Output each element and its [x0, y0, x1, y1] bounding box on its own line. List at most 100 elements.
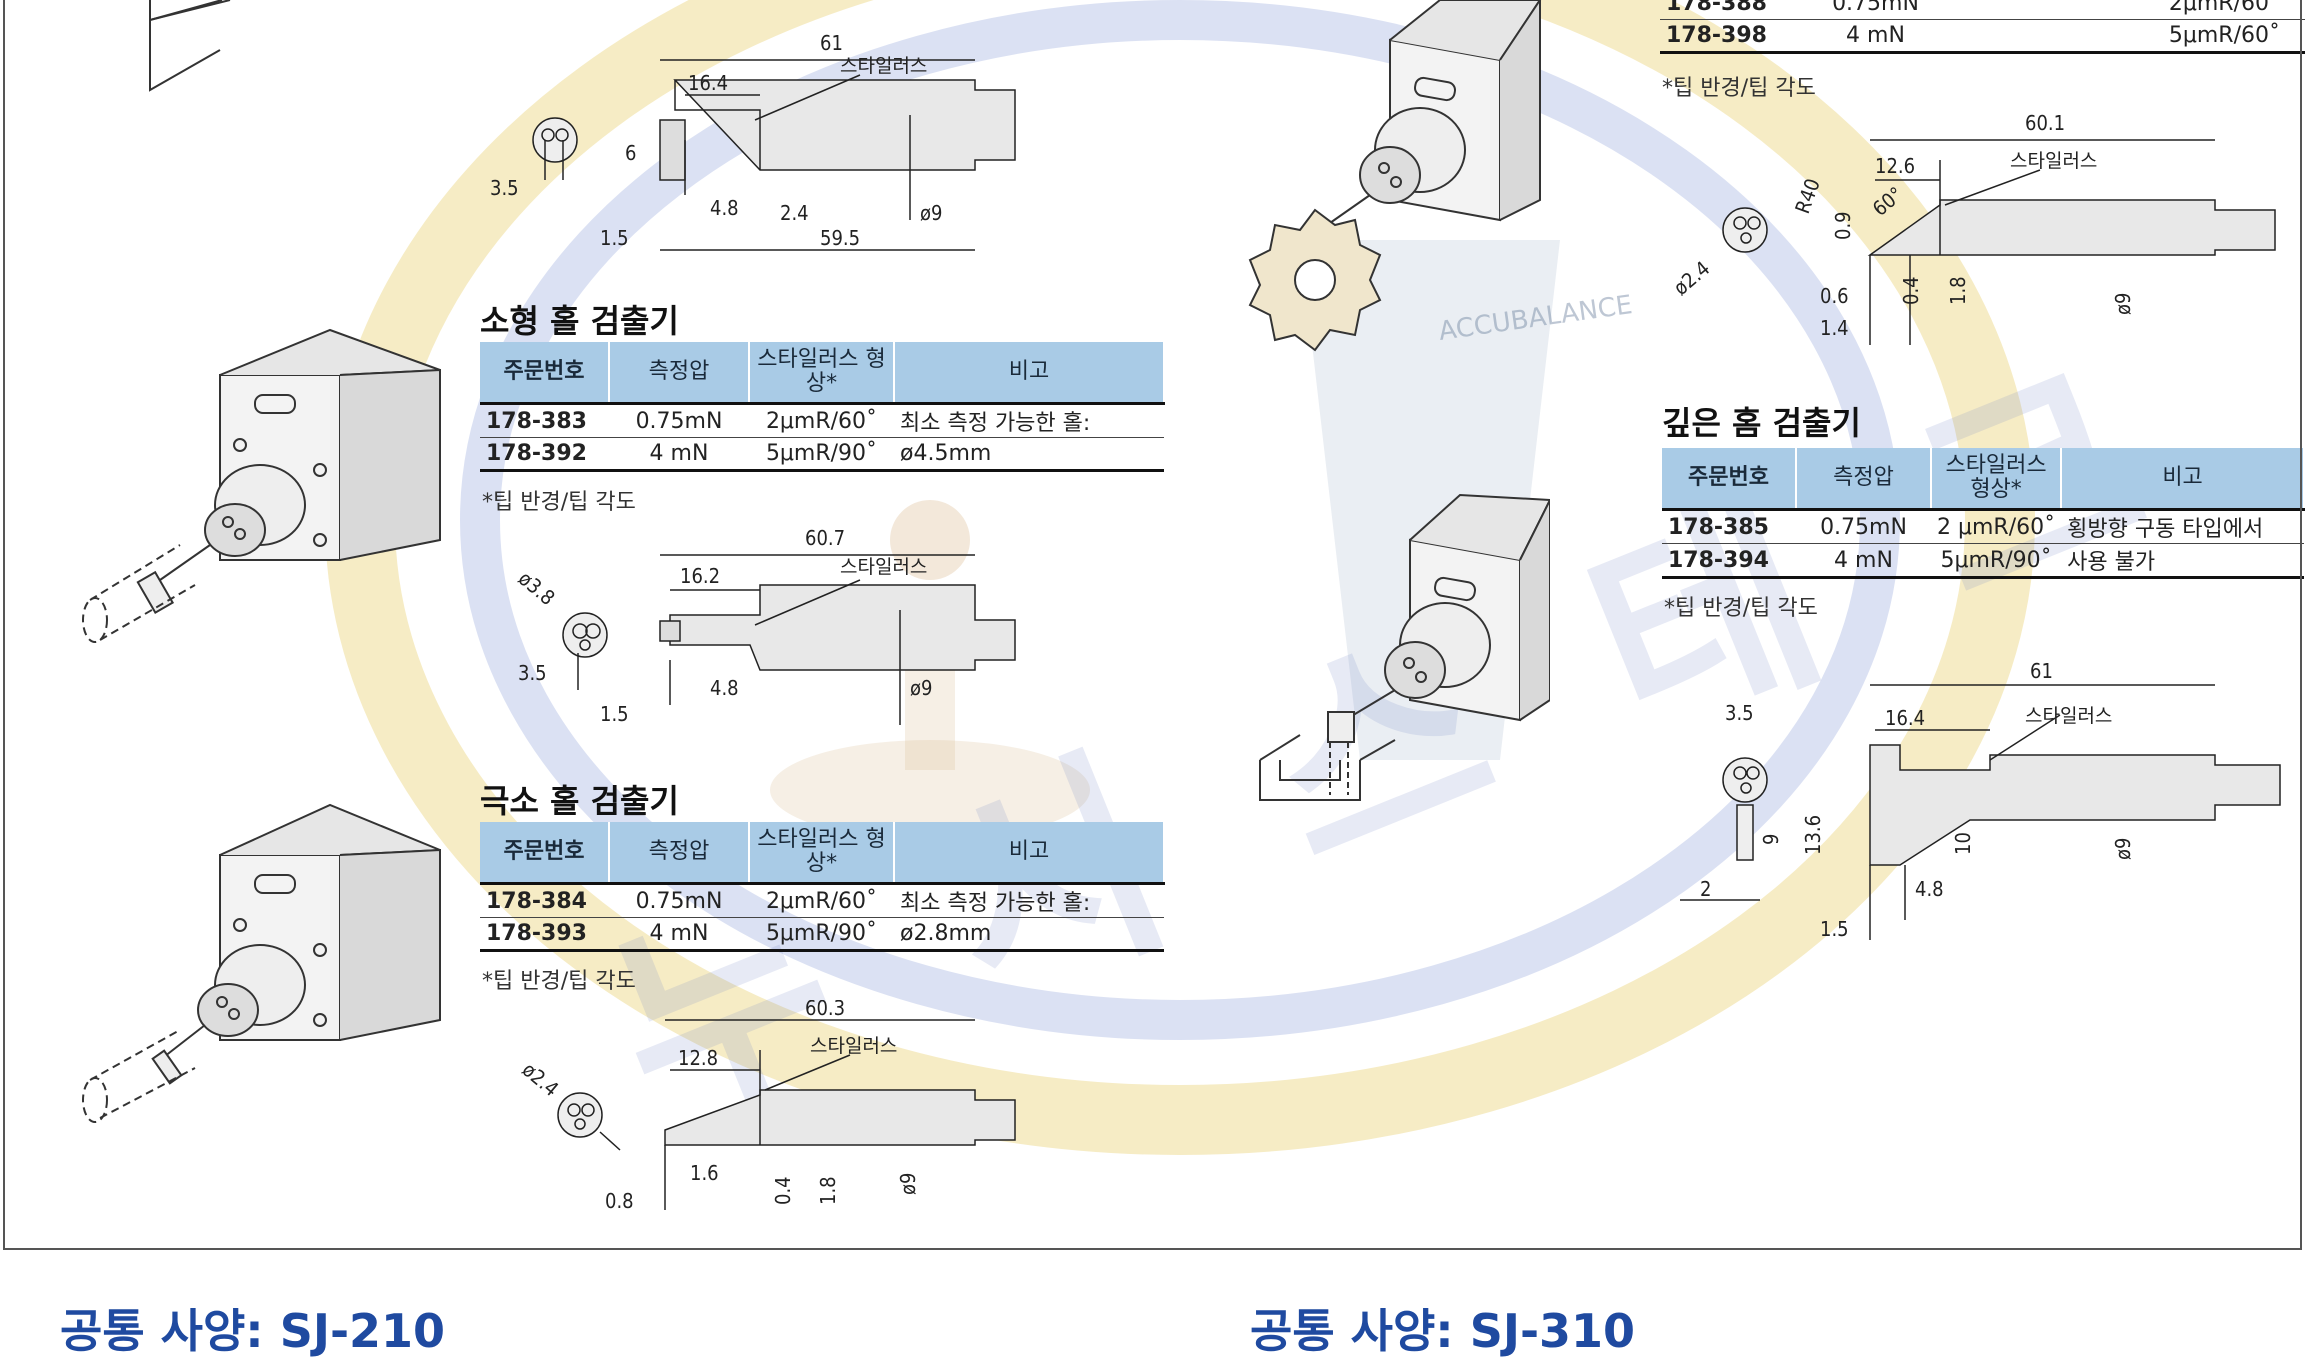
- cell-shape: 2 μmR/60˚: [1931, 508, 2062, 544]
- dim-length: 60.7: [805, 526, 845, 550]
- cell-shape: 5μmR/60˚: [1954, 19, 2305, 54]
- small-hole-title: 소형 홀 검출기: [480, 302, 679, 340]
- cell-force: 4 mN: [609, 917, 749, 952]
- cell-note: 최소 측정 가능한 홀:: [894, 882, 1164, 918]
- dim-d3: 9: [1759, 834, 1783, 845]
- header-force: 측정압: [609, 342, 750, 404]
- header-shape: 스타일러스 형상*: [749, 342, 895, 404]
- dim-d8: 0.4: [1899, 276, 1923, 305]
- dim-d3: 1.6: [690, 1161, 719, 1185]
- dim-d5: ø9: [910, 676, 932, 700]
- header-shape: 스타일러스 형상*: [749, 822, 895, 884]
- cell-code: 178-394: [1662, 543, 1796, 579]
- cell-code: 178-383: [480, 402, 609, 438]
- extra-small-hole-footnote: *팁 반경/팁 각도: [482, 969, 636, 994]
- table-row: 178-384 0.75mN 2μmR/60˚ 최소 측정 가능한 홀:: [480, 882, 1164, 918]
- dim-d2: 6: [625, 141, 636, 165]
- header-order-no: 주문번호: [480, 342, 610, 404]
- cell-force: 4 mN: [1796, 543, 1931, 579]
- header-order-no: 주문번호: [480, 822, 610, 884]
- header-order-no: 주문번호: [1662, 448, 1797, 510]
- dim-d4: 13.6: [1801, 815, 1825, 855]
- stylus-label: 스타일러스: [2025, 705, 2112, 727]
- dim-length: 61: [820, 31, 843, 55]
- dim-d7: 0.8: [605, 1189, 634, 1213]
- header-note: 비고: [894, 342, 1165, 404]
- cell-force: 4 mN: [1797, 19, 1954, 54]
- small-hole-table: 주문번호 측정압 스타일러스 형상* 비고 178-383 0.75mN 2μm…: [480, 342, 1165, 472]
- dim-d1: 16.2: [680, 564, 720, 588]
- stylus-drawing-extra-small-hole: 60.3 12.8 스타일러스 ø2.4 1.6 0.4 1.8 ø9 0.8: [518, 1000, 1016, 1213]
- dim-d1: 12.6: [1875, 154, 1915, 178]
- dim-d1: 16.4: [1885, 706, 1925, 730]
- stylus-label: 스타일러스: [840, 55, 927, 77]
- dim-d4: 0.4: [771, 1176, 795, 1205]
- extra-small-hole-title: 극소 홀 검출기: [480, 782, 679, 820]
- stylus-drawing-small-hole: 60.7 16.2 스타일러스 ø3.8 3.5 4.8 ø9 1.5: [514, 526, 1016, 726]
- cell-shape: 5μmR/90˚: [749, 917, 894, 952]
- cell-note: 최소 측정 가능한 홀:: [894, 402, 1164, 438]
- dim-d5: 1.8: [816, 1176, 840, 1205]
- stylus-drawing-deep-groove: 61 16.4 스타일러스 3.5 9 13.6 10 ø9 2 4.8 1.5: [1680, 660, 2281, 941]
- dim-d4: 4.8: [710, 196, 739, 220]
- header-note: 비고: [894, 822, 1165, 884]
- deep-groove-drive-unit: [1259, 493, 1550, 801]
- deep-groove-footnote: *팁 반경/팁 각도: [1664, 596, 1818, 621]
- dim-d8: 4.8: [1915, 877, 1944, 901]
- dim-d3: 3.5: [490, 176, 519, 200]
- drive-unit-illustrations-left: [82, 0, 441, 1123]
- header-shape: 스타일러스 형상*: [1931, 448, 2063, 510]
- stylus-label: 스타일러스: [2010, 150, 2097, 172]
- header-force: 측정압: [1796, 448, 1932, 510]
- dim-d2: 3.5: [1725, 701, 1754, 725]
- cell-force: 0.75mN: [1796, 508, 1931, 544]
- cell-note: 사용 불가: [2061, 543, 2304, 579]
- cell-force: 0.75mN: [1797, 0, 1954, 20]
- dim-d5: 10: [1951, 832, 1975, 855]
- gear-tooth-footnote: *팁 반경/팁 각도: [1662, 76, 1816, 101]
- stylus-label: 스타일러스: [840, 556, 927, 578]
- dim-d1: 12.8: [678, 1046, 718, 1070]
- dim-d5: 2.4: [780, 201, 809, 225]
- header-note: 비고: [2061, 448, 2305, 510]
- cell-note: 횡방향 구동 타입에서: [2061, 508, 2304, 544]
- extra-small-hole-table: 주문번호 측정압 스타일러스 형상* 비고 178-384 0.75mN 2μm…: [480, 822, 1165, 952]
- cell-code: 178-388: [1660, 0, 1797, 20]
- cell-code: 178-393: [480, 917, 609, 952]
- cell-shape: 5μmR/90˚: [1931, 543, 2062, 579]
- table-row: 178-394 4 mN 5μmR/90˚ 사용 불가: [1662, 543, 2304, 579]
- dim-d7: 2: [1700, 877, 1711, 901]
- drive-unit-1: [82, 328, 441, 643]
- dim-d6: ø9: [920, 201, 942, 225]
- header-force: 측정압: [609, 822, 750, 884]
- dim-d6: 0.6: [1820, 284, 1849, 308]
- table-row: 178-398 4 mN 5μmR/60˚: [1660, 19, 2305, 54]
- table-row: 178-392 4 mN 5μmR/90˚ ø4.5mm: [480, 437, 1164, 472]
- dim-d3: 3.5: [518, 661, 547, 685]
- cell-shape: 2μmR/60˚: [1954, 0, 2305, 20]
- dim-d6: 1.5: [600, 702, 629, 726]
- panel-frame: [3, 0, 2302, 1250]
- drive-unit-illustrations-right: [1248, 0, 1550, 801]
- dim-length: 60.1: [2025, 111, 2065, 135]
- table-row: 178-388 0.75mN 2μmR/60˚: [1660, 0, 2305, 20]
- dim-length: 61: [2030, 660, 2053, 683]
- gear-drive-unit: [1248, 0, 1542, 352]
- cell-code: 178-385: [1662, 508, 1796, 544]
- dim-d9: 1.8: [1946, 276, 1970, 305]
- small-hole-footnote: *팁 반경/팁 각도: [482, 490, 636, 515]
- cell-note: ø2.8mm: [894, 917, 1164, 952]
- dim-d7: 1.4: [1820, 316, 1849, 340]
- cell-note: ø4.5mm: [894, 437, 1164, 472]
- dim-d9: 1.5: [1820, 917, 1849, 941]
- cell-shape: 2μmR/60˚: [749, 402, 894, 438]
- cell-shape: 2μmR/60˚: [749, 882, 894, 918]
- deep-groove-table: 주문번호 측정압 스타일러스 형상* 비고 178-385 0.75mN 2 μ…: [1662, 448, 2305, 579]
- cell-code: 178-384: [480, 882, 609, 918]
- dim-d10: ø9: [2111, 293, 2135, 315]
- stylus-drawing-gear-tooth: 60.1 12.6 스타일러스 R40 60° 0.9 ø2.4 0.6 1.4…: [1669, 111, 2276, 345]
- cell-force: 0.75mN: [609, 882, 749, 918]
- dim-d8: 59.5: [820, 226, 860, 250]
- dim-d1: 16.4: [688, 71, 728, 95]
